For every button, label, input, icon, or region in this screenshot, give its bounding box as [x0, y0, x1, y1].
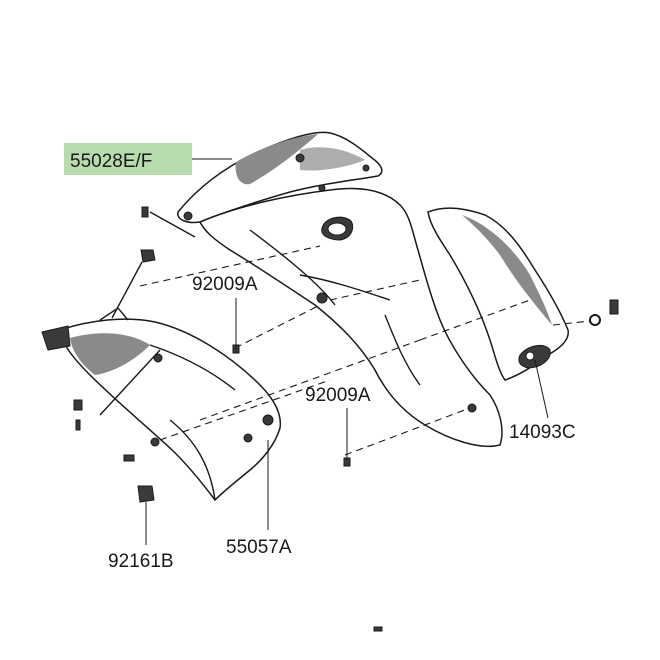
assembly-lines: [99, 211, 601, 456]
part-label-14093c[interactable]: 14093C: [509, 422, 576, 443]
part-label-92009a-left[interactable]: 92009A: [192, 274, 258, 295]
leader-14093c: [534, 359, 549, 419]
part-label-92161b[interactable]: 92161B: [108, 551, 174, 572]
part-label-55057a[interactable]: 55057A: [226, 537, 292, 558]
part-label-92009a-right[interactable]: 92009A: [305, 385, 371, 406]
part-label-55028[interactable]: 55028E/F: [70, 151, 152, 172]
right-side-panel: [427, 207, 569, 381]
left-lower-cowl: [41, 307, 282, 502]
center-cowl: [198, 187, 503, 448]
part-highlight-box: [64, 143, 192, 175]
upper-cowl: [177, 131, 383, 224]
